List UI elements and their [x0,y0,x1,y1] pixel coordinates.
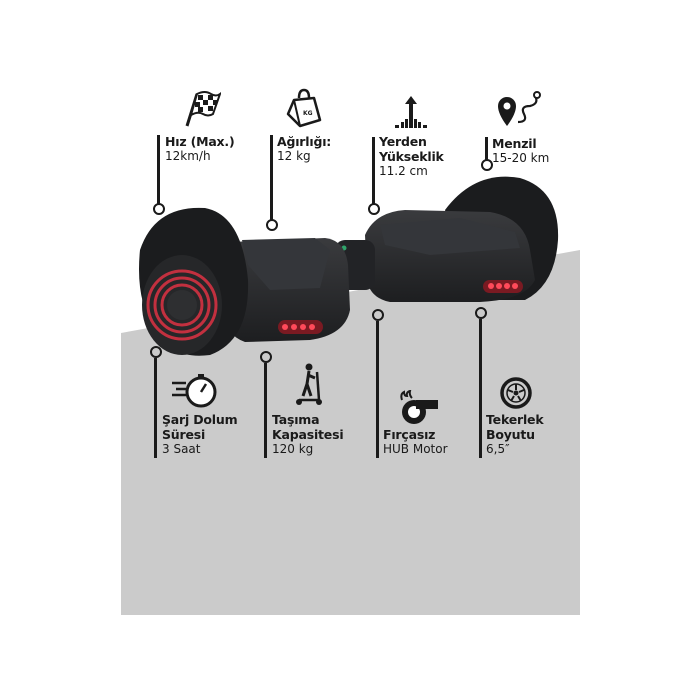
spec-charge-title-1: Şarj Dolum [162,412,238,427]
spec-range-title: Menzil [492,136,537,151]
spec-wheel-title-2: Boyutu [486,427,535,442]
spec-capacity-title-1: Taşıma [272,412,320,427]
route-pin-icon [498,91,541,126]
spec-clearance-title-1: Yerden [379,134,427,149]
turbo-motor-icon [400,390,438,424]
callout-line-clearance [372,137,375,205]
checkered-flag-icon [185,91,221,127]
weight-icon: KG [286,88,322,128]
spec-weight-value: 12 kg [277,149,311,163]
spec-speed: Hız (Max.) 12km/h [165,134,235,164]
callout-dot-clearance [368,203,380,215]
spec-capacity-value: 120 kg [272,442,314,456]
spec-capacity-title-2: Kapasitesi [272,427,344,442]
spec-charge-time: Şarj Dolum Süresi 3 Saat [162,412,238,457]
spec-wheel-value: 6,5″ [486,442,510,456]
callout-dot-motor [372,309,384,321]
callout-dot-range [481,159,493,171]
callout-line-charge [154,358,157,458]
stopwatch-icon [172,374,217,408]
spec-charge-title-2: Süresi [162,427,206,442]
callout-dot-charge [150,346,162,358]
callout-line-wheel [479,319,482,458]
spec-motor-title: Fırçasız [383,427,436,442]
spec-speed-title: Hız (Max.) [165,134,235,149]
spec-speed-value: 12km/h [165,149,211,163]
callout-line-weight [270,135,273,221]
spec-ground-clearance: Yerden Yükseklik 11.2 cm [379,134,444,179]
spec-clearance-value: 11.2 cm [379,164,428,178]
spec-motor: Fırçasız HUB Motor [383,427,448,457]
svg-text:KG: KG [303,110,313,117]
callout-line-motor [376,321,379,458]
scooter-rider-icon [296,363,322,405]
spec-clearance-title-2: Yükseklik [379,149,444,164]
callout-dot-wheel [475,307,487,319]
spec-wheel-size: Tekerlek Boyutu 6,5″ [486,412,544,457]
callout-line-speed [157,135,160,205]
callout-dot-capacity [260,351,272,363]
ground-clearance-arrow-icon [395,96,427,128]
callout-dot-weight [266,219,278,231]
spec-charge-value: 3 Saat [162,442,201,456]
callout-dot-speed [153,203,165,215]
callout-line-range [485,137,488,161]
spec-weight-title: Ağırlığı: [277,134,332,149]
spec-range-value: 15-20 km [492,151,550,165]
spec-weight: Ağırlığı: 12 kg [277,134,331,164]
spec-load-capacity: Taşıma Kapasitesi 120 kg [272,412,344,457]
wheel-icon [500,377,532,409]
callout-line-capacity [264,363,267,458]
spec-motor-value: HUB Motor [383,442,448,456]
spec-range: Menzil 15-20 km [492,136,549,166]
hoverboard-image [139,176,559,356]
spec-wheel-title-1: Tekerlek [486,412,544,427]
